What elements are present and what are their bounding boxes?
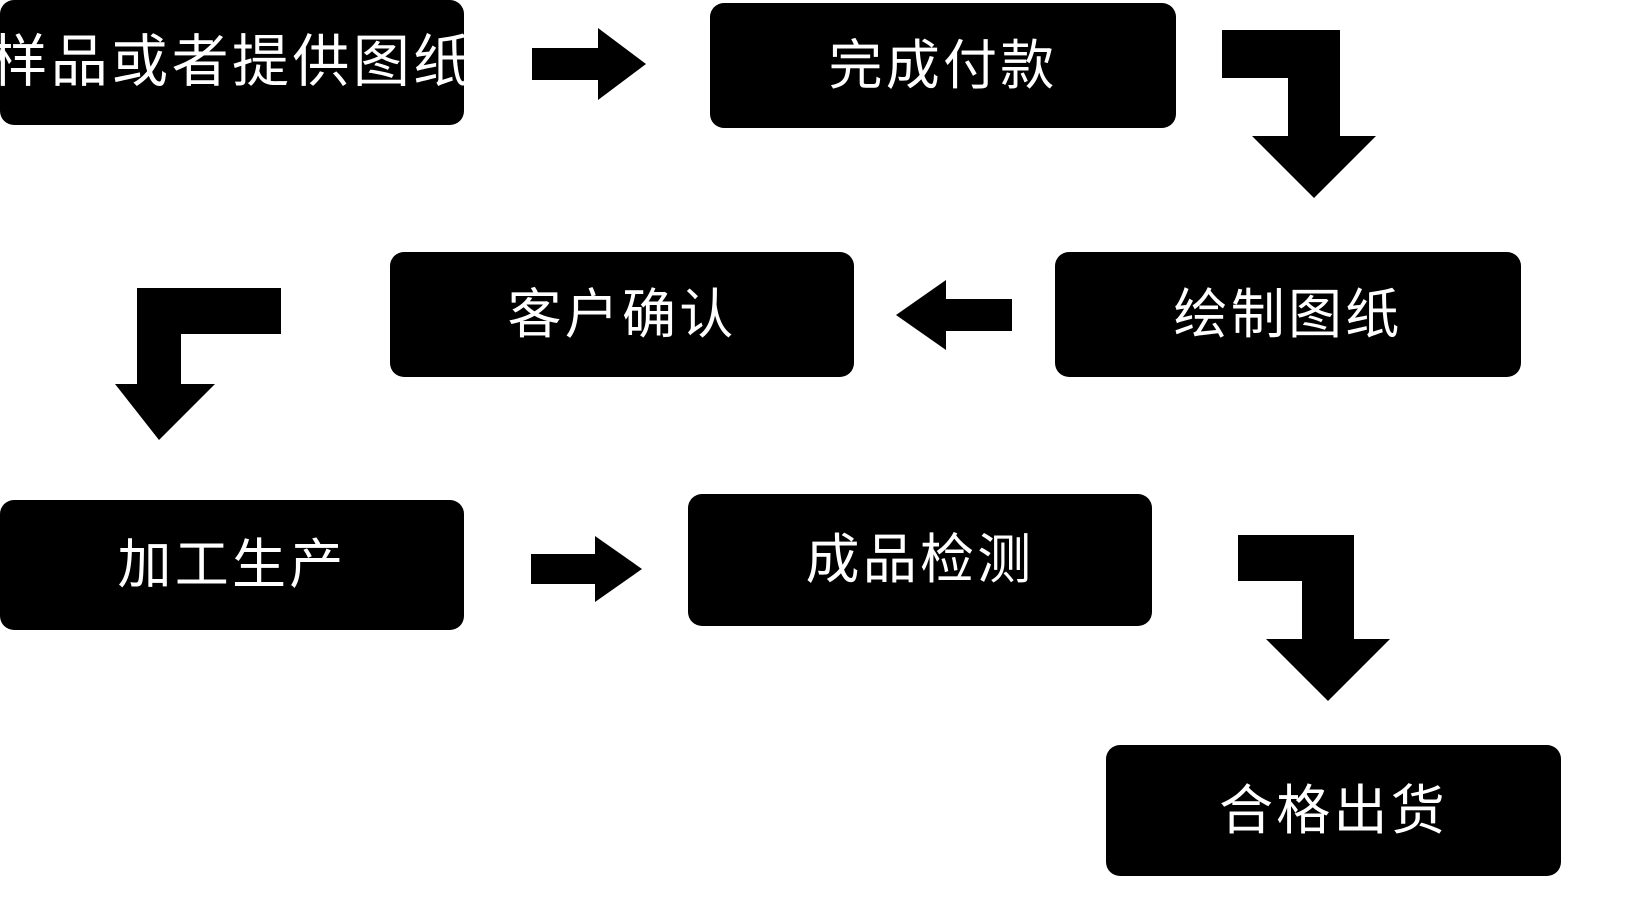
connector-confirm-to-produce xyxy=(115,288,281,440)
flow-node-sample-label: 样品或者提供图纸 xyxy=(0,30,474,94)
connector-payment-to-drawing xyxy=(1222,30,1376,198)
flow-node-produce-label: 加工生产 xyxy=(117,535,347,595)
connector-produce-to-inspect xyxy=(531,536,642,602)
flow-node-confirm-label: 客户确认 xyxy=(507,284,737,345)
arrow-right-icon xyxy=(532,28,646,100)
flow-node-sample[interactable]: 样品或者提供图纸 xyxy=(0,0,470,125)
flow-node-ship[interactable]: 合格出货 xyxy=(1106,745,1561,876)
connector-drawing-to-confirm xyxy=(896,280,1012,350)
flow-node-drawing[interactable]: 绘制图纸 xyxy=(1055,252,1521,377)
flow-node-inspect-label: 成品检测 xyxy=(805,530,1035,590)
arrow-elbow-right-down-icon xyxy=(1238,535,1390,701)
flow-node-confirm[interactable]: 客户确认 xyxy=(390,252,854,377)
arrow-right-icon xyxy=(531,536,642,602)
flow-node-drawing-label: 绘制图纸 xyxy=(1173,284,1403,345)
flow-node-produce[interactable]: 加工生产 xyxy=(0,500,464,630)
flow-node-ship-label: 合格出货 xyxy=(1219,780,1448,841)
flow-node-payment[interactable]: 完成付款 xyxy=(710,3,1176,128)
arrow-left-icon xyxy=(896,280,1012,350)
flow-node-inspect[interactable]: 成品检测 xyxy=(688,494,1152,626)
connector-inspect-to-ship xyxy=(1238,535,1390,701)
connector-sample-to-payment xyxy=(532,28,646,100)
arrow-elbow-left-down-icon xyxy=(115,288,281,440)
arrow-elbow-right-down-icon xyxy=(1222,30,1376,198)
flow-node-payment-label: 完成付款 xyxy=(828,35,1058,96)
